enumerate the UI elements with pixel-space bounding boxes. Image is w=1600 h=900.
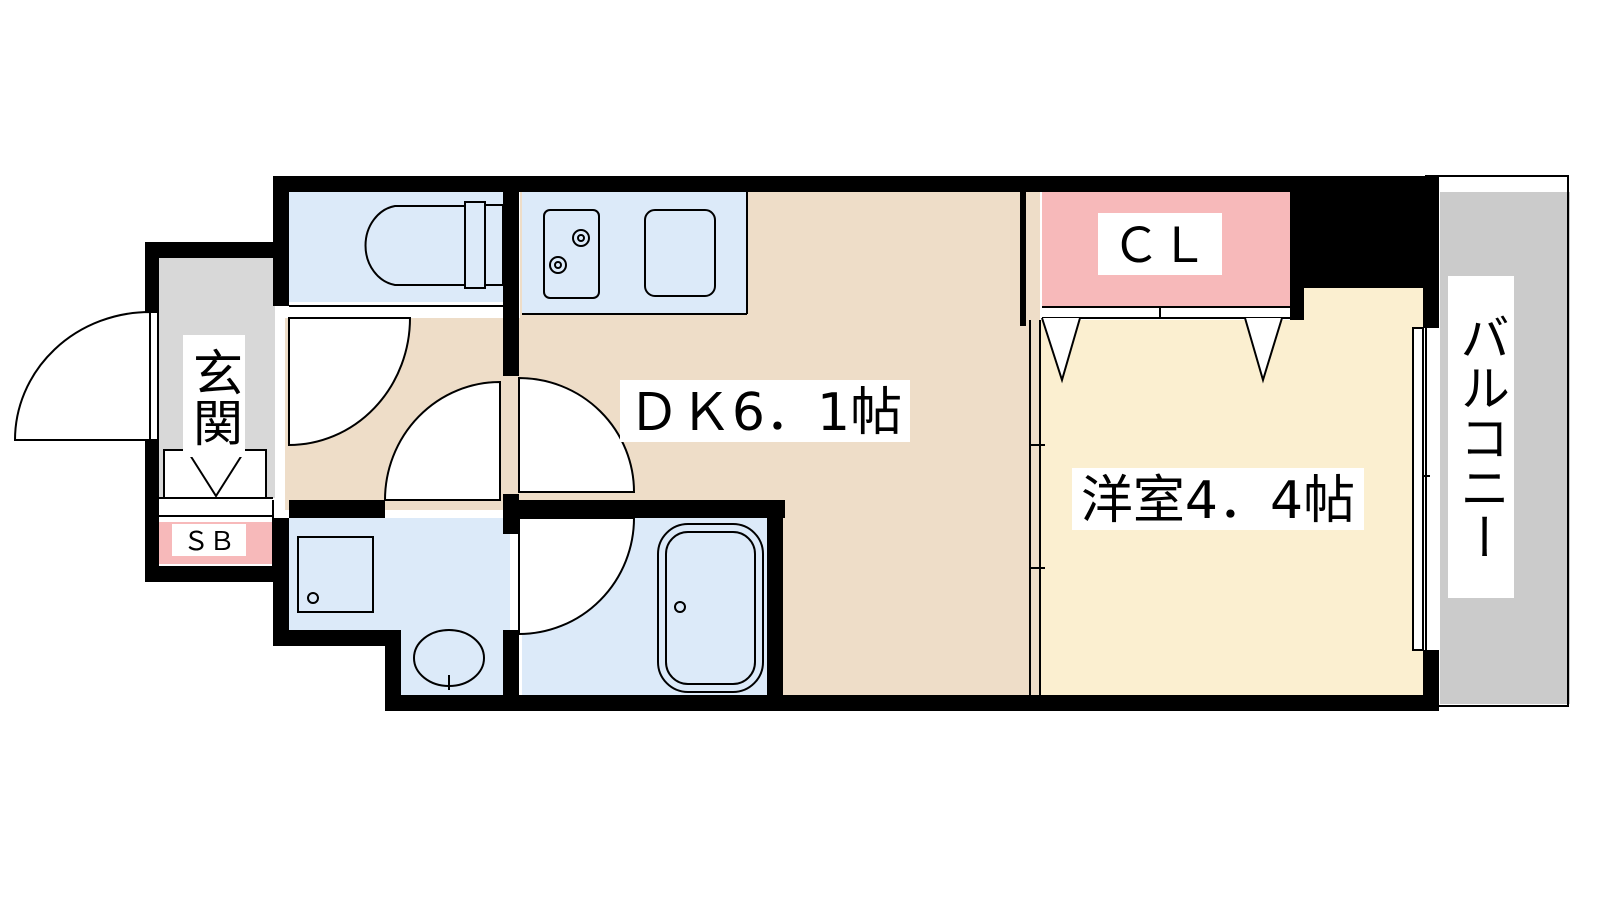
door-swings — [13, 310, 636, 636]
walls — [145, 176, 1439, 711]
wash-basin-fixture — [413, 629, 485, 690]
sb-label-bg — [172, 524, 246, 556]
entrance-label: 玄関 — [185, 347, 243, 447]
kitchen-counter — [522, 192, 747, 314]
entrance-door — [13, 310, 151, 441]
sink-fixture — [644, 209, 716, 297]
stove-fixture — [543, 209, 600, 299]
dk-label-bg — [620, 380, 910, 442]
entrance-label-bg — [183, 335, 245, 457]
toilet-floor — [289, 192, 511, 302]
washroom-floor — [289, 518, 510, 696]
bath-door — [518, 517, 636, 636]
closet-label-bg — [1098, 213, 1222, 275]
western-label-bg — [1072, 468, 1364, 530]
western-room-label: 洋室4．4帖 — [1081, 471, 1355, 531]
balcony-label-bg — [1448, 276, 1514, 598]
dk-door — [518, 376, 636, 493]
dining-kitchen-floor-lower — [780, 505, 1040, 695]
bathtub-fixture — [657, 523, 764, 693]
balcony-label: バルコニー — [1452, 312, 1510, 562]
hall-door — [383, 380, 501, 501]
toilet-fixture — [364, 201, 504, 289]
washer-fixture — [297, 536, 374, 613]
closet-label: ＣＬ — [1112, 218, 1208, 274]
toilet-door — [288, 317, 412, 447]
shoe-box-label: ＳＢ — [183, 527, 235, 557]
shoe-box-doors — [163, 449, 267, 499]
closet-doors — [1041, 306, 1290, 384]
window-frames — [147, 175, 1569, 707]
dining-kitchen-label: ＤＫ6．1帖 — [628, 383, 902, 443]
